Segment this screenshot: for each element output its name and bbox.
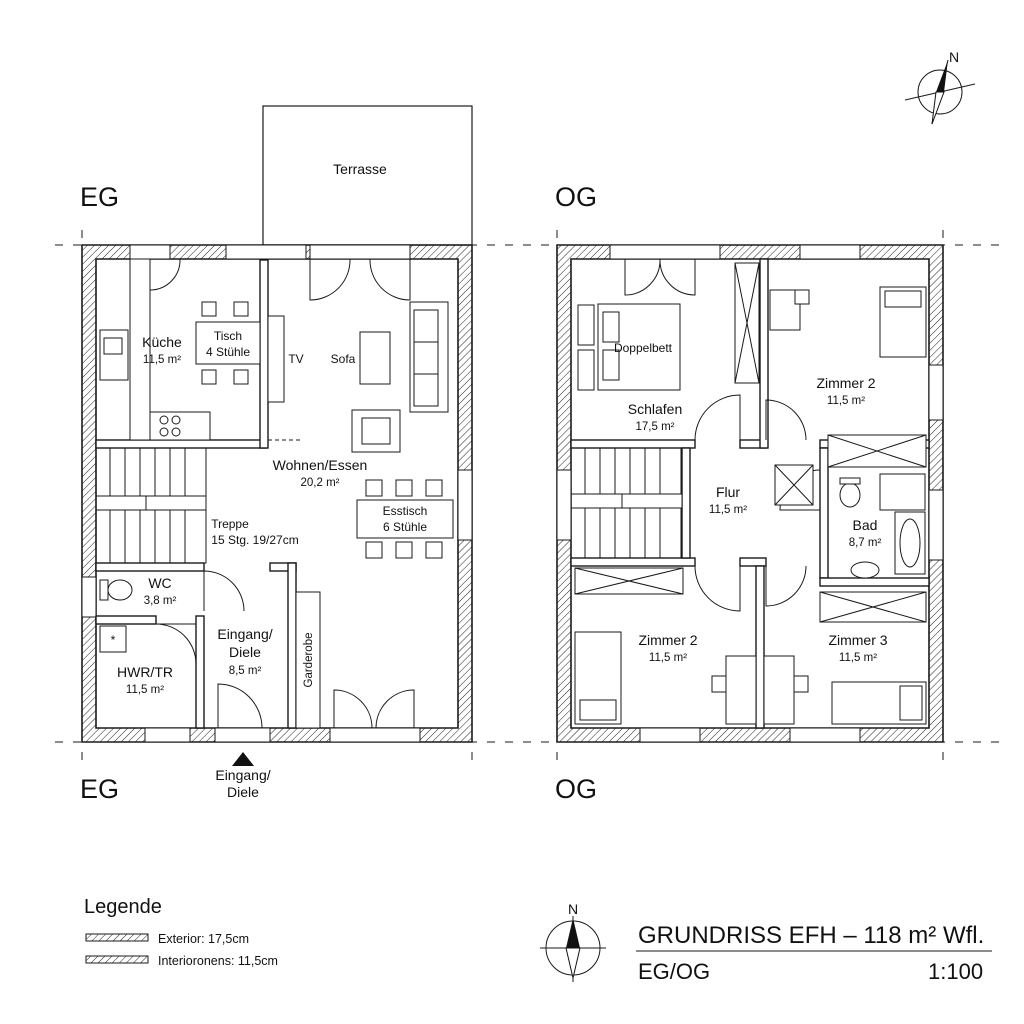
bath-name: Bad [853,517,878,533]
legend-title: Legende [84,896,162,918]
table-label-1: Tisch [214,329,242,343]
room2b-area: 11,5 m² [649,652,687,664]
entrance-label-1: Eingang/ [215,767,270,783]
entry-name-2: Diele [229,644,261,660]
og-label-top: OG [555,182,597,212]
eg-label-bottom: EG [80,774,119,804]
hwr-area: 11,5 m² [126,684,164,696]
sofa-label: Sofa [331,352,356,366]
dining-label-2: 6 Stühle [383,520,427,534]
stairs-detail: 15 Stg. 19/27cm [211,533,298,547]
kitchen-table [195,321,261,365]
north-compass-icon: N [540,901,606,982]
room2b-name: Zimmer 2 [638,632,697,648]
legend: Legende Exterior: 17,5cm Interioronens: … [84,896,278,968]
dining-label-1: Esstisch [383,504,428,518]
hall-name: Flur [716,484,740,500]
svg-text:*: * [111,633,116,647]
legend-interior: Interioronens: 11,5cm [158,954,278,968]
kitchen-name: Küche [142,334,182,350]
kitchen-area: 11,5 m² [143,354,181,366]
north-label-bottom: N [568,901,578,917]
sleep-name: Schlafen [628,401,682,417]
room3-area: 11,5 m² [839,652,877,664]
hwr-name: HWR/TR [117,664,173,680]
entrance-label-2: Diele [227,784,259,800]
north-arrow-icon: N [904,49,976,125]
terrace-area [262,105,473,246]
legend-exterior: Exterior: 17,5cm [158,932,249,946]
entry-area: 8,5 m² [229,665,262,677]
staircase-eg [95,447,207,564]
drawing-scale: 1:100 [928,959,983,984]
room3-name: Zimmer 3 [828,632,887,648]
drawing-title: GRUNDRISS EFH – 118 m² Wfl. [638,922,984,949]
living-name: Wohnen/Essen [273,457,368,473]
north-label-top: N [949,49,959,65]
room2a-area: 11,5 m² [827,395,865,407]
ground-floor-plan: Terrasse Küche 11,5 m² Tisch [55,105,1000,804]
og-label-bottom: OG [555,774,597,804]
terrace-label: Terrasse [333,161,387,177]
entry-name-1: Eingang/ [217,626,272,642]
living-area: 20,2 m² [301,477,340,489]
tv-label: TV [288,352,303,366]
wardrobe-label: Garderobe [303,633,315,688]
title-block: GRUNDRISS EFH – 118 m² Wfl. EG/OG 1:100 [636,922,992,984]
wc-area: 3,8 m² [144,595,177,607]
hall-area: 11,5 m² [709,504,747,516]
wardrobe [295,591,321,729]
room2a-name: Zimmer 2 [816,375,875,391]
table-label-2: 4 Stühle [206,345,250,359]
wc-name: WC [148,575,171,591]
sleep-area: 17,5 m² [636,421,675,433]
eg-label-top: EG [80,182,119,212]
staircase-og [570,447,683,559]
entrance-arrow-icon [232,752,254,766]
stairs-name: Treppe [211,517,249,531]
bed-label: Doppelbett [614,341,673,355]
dining-table [356,499,454,539]
upper-floor-plan: Doppelbett Schlafen 17,5 m² Zimmer 2 11,… [555,182,944,804]
bath-area: 8,7 m² [849,537,882,549]
drawing-floors: EG/OG [638,959,710,984]
